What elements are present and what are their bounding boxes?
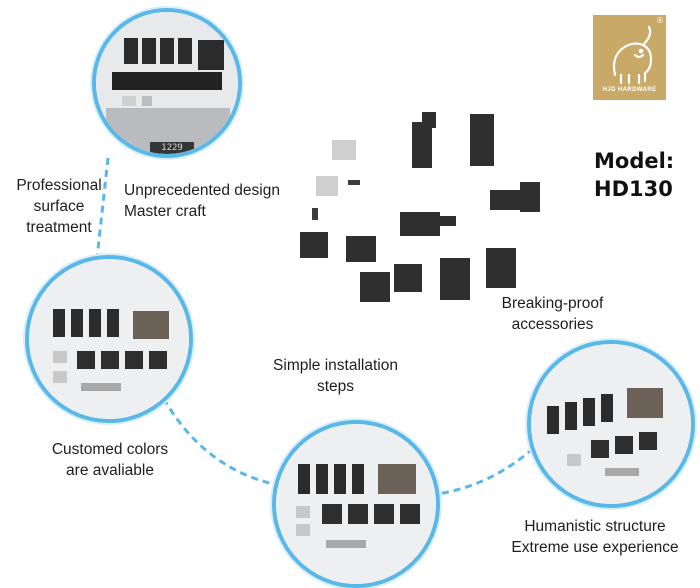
brand-logo: HJD HARDWARE ®	[593, 15, 666, 100]
caption-humanistic: Humanistic structure Extreme use experie…	[511, 518, 679, 556]
caption-professional: Professional surface treatment	[16, 177, 102, 236]
caption-simple: Simple installation steps	[273, 357, 398, 395]
photo-circle-scale: 1229	[92, 8, 242, 158]
dashed-connector-lines	[95, 157, 539, 497]
connector-bottom-right	[429, 443, 539, 497]
center-parts-photo	[300, 112, 540, 302]
parts-installation-photo	[276, 424, 436, 584]
hinge-part	[470, 114, 494, 166]
photo-circle-installation	[272, 420, 440, 588]
model-label: Model: HD130	[594, 147, 674, 203]
model-title: Model:	[594, 149, 675, 173]
parts-on-scale-photo	[96, 12, 238, 154]
caption-breaking: Breaking-proof accessories	[501, 295, 604, 333]
photo-circle-structure	[527, 340, 695, 508]
elephant-icon	[612, 25, 653, 85]
connector-top-left	[95, 157, 110, 259]
registered-mark: ®	[657, 16, 663, 25]
hinge-part	[412, 122, 432, 168]
connector-left-bottom	[156, 387, 283, 488]
parts-colors-photo	[29, 259, 189, 419]
parts-structure-photo	[531, 344, 691, 504]
model-value: HD130	[594, 177, 673, 201]
caption-unprecedented: Unprecedented design Master craft	[124, 182, 280, 220]
photo-circle-colors	[25, 255, 193, 423]
logo-text: HJD HARDWARE	[602, 87, 657, 93]
caption-customed: Customed colors are avaliable	[51, 441, 169, 479]
scale-readout: 1229	[161, 143, 183, 153]
